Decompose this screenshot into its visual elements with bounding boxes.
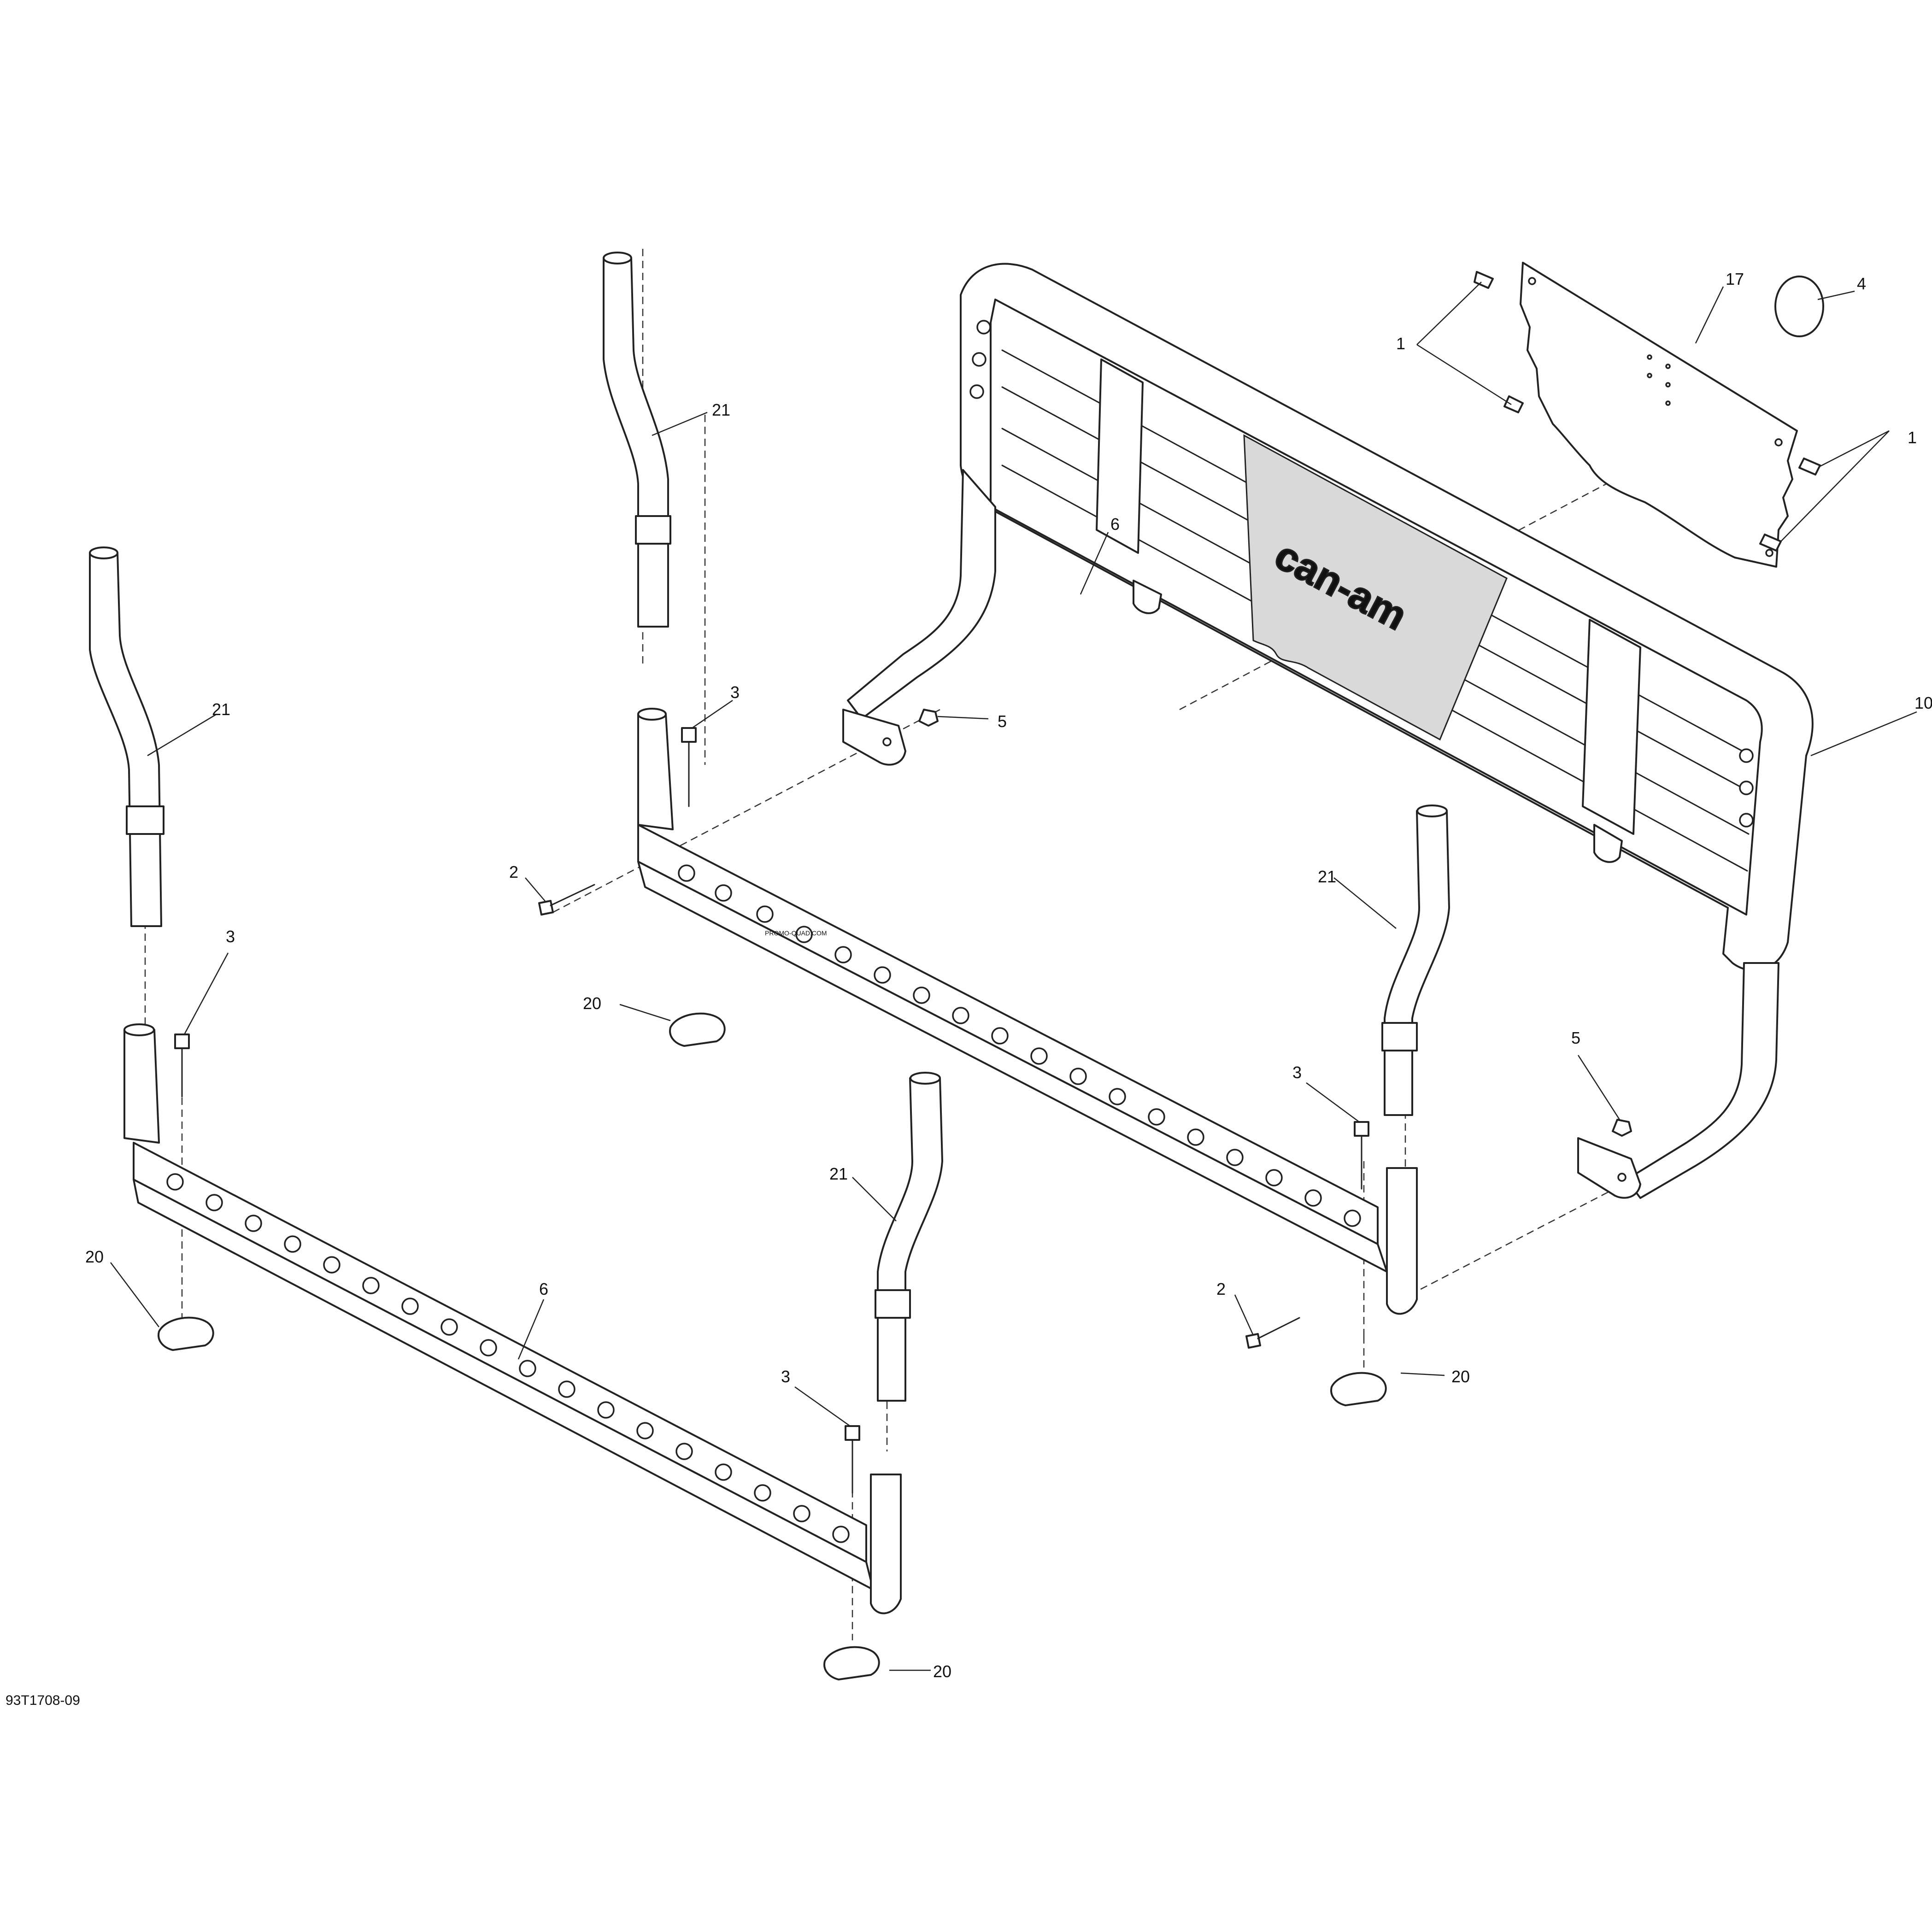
rear-rack-assembly: can-am bbox=[842, 263, 1814, 1199]
callout-2-upper: 2 bbox=[509, 863, 518, 881]
callout-20-left: 20 bbox=[85, 1247, 104, 1266]
bolts-2 bbox=[538, 884, 1300, 1349]
callout-labels: 1 1 2 2 3 3 3 3 4 5 5 6 6 10 17 20 20 20… bbox=[85, 270, 1932, 1681]
rail-holes bbox=[166, 864, 1361, 1543]
cap-4 bbox=[1774, 276, 1824, 337]
callout-21-left: 21 bbox=[212, 700, 230, 719]
callout-20-right: 20 bbox=[1451, 1367, 1470, 1386]
callout-17: 17 bbox=[1726, 270, 1744, 288]
bolts-3 bbox=[174, 727, 1369, 1494]
upright-posts-21 bbox=[89, 252, 1450, 1402]
callout-20-upper: 20 bbox=[583, 994, 601, 1013]
callout-21-right: 21 bbox=[1318, 867, 1336, 886]
watermark: PROMO-QUAD.COM bbox=[765, 929, 827, 937]
bolts-1 bbox=[1474, 271, 1821, 552]
drawing-number: 93T1708-09 bbox=[6, 1693, 80, 1708]
callout-1-left: 1 bbox=[1396, 334, 1405, 353]
callout-5-lower: 5 bbox=[1571, 1028, 1580, 1047]
side-rails-6 bbox=[123, 708, 1418, 1615]
callout-3-left: 3 bbox=[226, 927, 235, 946]
callout-10: 10 bbox=[1914, 693, 1932, 712]
plate-17 bbox=[1520, 262, 1798, 568]
brackets-20 bbox=[158, 1012, 1387, 1680]
callout-6-lower: 6 bbox=[539, 1280, 548, 1298]
callout-2-lower: 2 bbox=[1216, 1280, 1226, 1298]
callout-4: 4 bbox=[1857, 274, 1866, 293]
callout-21-top: 21 bbox=[712, 400, 730, 419]
callout-3-upper: 3 bbox=[730, 683, 740, 702]
callout-20-lower: 20 bbox=[933, 1662, 951, 1681]
nuts-5 bbox=[918, 709, 1632, 1137]
callout-5-upper: 5 bbox=[998, 712, 1007, 731]
callout-21-lower: 21 bbox=[829, 1164, 848, 1183]
callout-1-right: 1 bbox=[1908, 428, 1917, 447]
callout-3-lower: 3 bbox=[781, 1367, 790, 1386]
leader-lines bbox=[110, 282, 1917, 1671]
callout-6-upper: 6 bbox=[1110, 515, 1120, 534]
callout-3-right: 3 bbox=[1292, 1063, 1302, 1082]
